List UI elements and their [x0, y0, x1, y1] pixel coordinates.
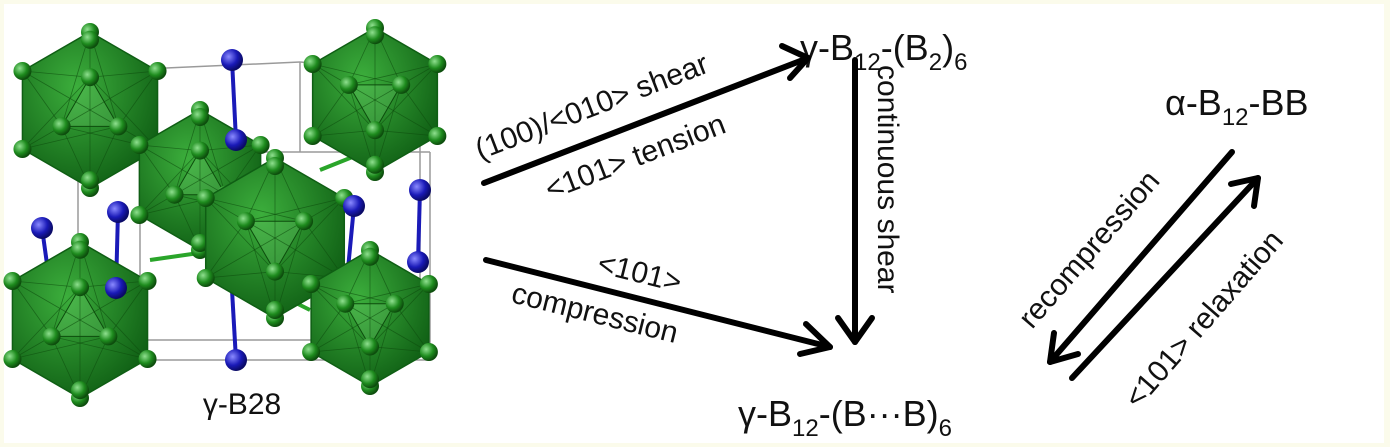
- pair-atom: [225, 349, 247, 371]
- boron-atom: [81, 171, 99, 190]
- boron-atom: [385, 294, 404, 313]
- boron-atom: [71, 240, 89, 259]
- gamma-b28-structure: [3, 19, 447, 407]
- boron-atom: [13, 140, 32, 158]
- boron-atom: [191, 108, 209, 126]
- icosahedra: [3, 19, 447, 407]
- boron-pair-atoms: [31, 49, 431, 371]
- relaxation-arrowhead: [1228, 175, 1261, 209]
- boron-atom: [42, 327, 61, 346]
- boron-atom: [266, 157, 284, 175]
- pair-atom: [31, 217, 53, 239]
- boron-atom: [3, 272, 22, 290]
- boron-atom: [366, 26, 384, 45]
- pair-atom: [407, 251, 429, 273]
- boron-atom: [109, 117, 128, 136]
- boron-atom: [130, 206, 149, 224]
- compression-arrow: [483, 257, 833, 350]
- continuous-shear-arrowhead: [835, 315, 875, 345]
- boron-atom: [71, 381, 89, 400]
- boron-atom: [302, 343, 321, 361]
- boron-atom: [428, 127, 447, 145]
- boron-atom: [236, 212, 255, 231]
- boron-atom: [266, 301, 284, 319]
- label-continuous-shear: continuous shear: [871, 65, 904, 294]
- pair-atom: [409, 179, 431, 201]
- boron-atom: [419, 343, 438, 361]
- compression-arrowhead: [797, 321, 833, 357]
- phase-alpha: α-B12-BB: [1165, 82, 1309, 131]
- boron-atom: [196, 269, 215, 287]
- boron-atom: [266, 262, 284, 281]
- boron-atom: [251, 136, 270, 154]
- boron-atom: [392, 75, 411, 94]
- pair-atom: [105, 277, 127, 299]
- boron-atom: [52, 117, 71, 136]
- boron-atom: [71, 278, 89, 297]
- boron-atom: [13, 62, 32, 80]
- boron-atom: [303, 55, 322, 73]
- boron-atom: [99, 327, 118, 346]
- boron-atom: [148, 62, 167, 80]
- boron-atom: [130, 136, 149, 154]
- boron-atom: [295, 212, 314, 231]
- boron-atom: [191, 141, 209, 160]
- boron-atom: [303, 127, 322, 145]
- pair-atom: [221, 49, 243, 71]
- boron-atom: [138, 350, 157, 368]
- icosahedron: [13, 23, 167, 197]
- structure-label: γ-B28: [203, 388, 281, 421]
- boron-atom: [361, 370, 379, 389]
- boron-atom: [428, 55, 447, 73]
- pair-atom: [107, 201, 129, 223]
- boron-atom: [196, 189, 215, 207]
- icosahedron: [303, 19, 447, 181]
- boron-atom: [302, 275, 321, 293]
- label-recompression: recompression: [1012, 164, 1166, 334]
- shear-arrowhead: [779, 43, 811, 81]
- shear-arrow: [481, 55, 811, 186]
- icosahedron: [302, 241, 438, 395]
- pair-atom: [343, 195, 365, 217]
- pair-atom: [225, 129, 247, 151]
- recompression-arrowhead: [1047, 330, 1081, 365]
- boron-atom: [361, 247, 379, 266]
- recompression-arrow: [1047, 149, 1235, 365]
- boron-atom: [165, 185, 184, 204]
- boron-atom: [138, 272, 157, 290]
- phase-gamma-bb: γ-B12-(B···B)6: [738, 393, 952, 442]
- boron-atom: [336, 294, 355, 313]
- boron-atom: [81, 30, 99, 49]
- icosahedron: [3, 233, 157, 407]
- boron-atom: [366, 155, 384, 174]
- boron-atom: [361, 337, 379, 356]
- boron-atom: [339, 75, 358, 94]
- boron-atom: [419, 275, 438, 293]
- relaxation-arrow: [1069, 175, 1261, 381]
- boron-atom: [366, 121, 384, 140]
- boron-atom: [191, 234, 209, 252]
- phase-gamma-b2: γ-B12-(B2)6: [800, 27, 967, 76]
- boron-atom: [81, 68, 99, 87]
- boron-atom: [3, 350, 22, 368]
